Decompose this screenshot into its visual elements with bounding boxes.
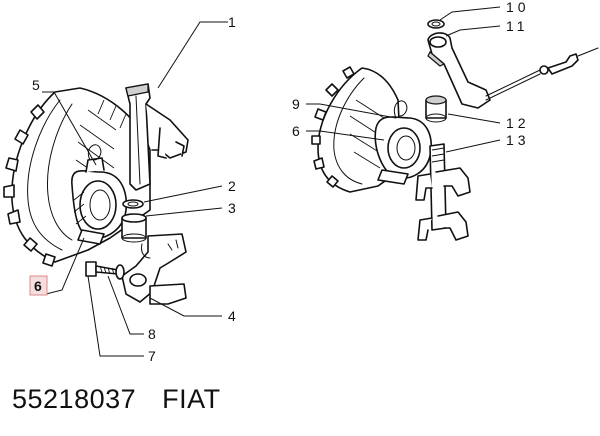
brand-name: FIAT <box>162 384 221 414</box>
callout-11: 11 <box>506 18 529 34</box>
callout-1: 1 <box>228 14 236 30</box>
callout-6-right: 6 <box>292 123 300 139</box>
callout-6-highlight <box>29 275 48 296</box>
callout-12: 12 <box>506 115 530 131</box>
left-release-fork <box>121 233 187 305</box>
callout-2: 2 <box>228 178 236 194</box>
callout-10: 10 <box>506 0 530 15</box>
left-bolt-and-washer <box>85 261 125 280</box>
right-fork-shaft <box>415 143 471 241</box>
left-release-bearing <box>71 144 128 245</box>
left-washer-and-bushing <box>121 199 147 243</box>
right-cable <box>485 47 599 101</box>
callout-13: 13 <box>506 132 530 148</box>
callout-6-left: 6 <box>34 278 42 294</box>
right-release-bearing <box>374 100 432 185</box>
part-caption: 55218037 FIAT <box>12 384 247 415</box>
callout-9: 9 <box>292 96 300 112</box>
callout-8: 8 <box>148 326 156 342</box>
callout-3: 3 <box>228 200 236 216</box>
callout-7: 7 <box>148 348 156 364</box>
right-lever-arm <box>427 19 491 109</box>
right-clutch-cover <box>311 66 401 193</box>
callout-5: 5 <box>32 77 40 93</box>
callout-4: 4 <box>228 308 236 324</box>
left-fork-shaft <box>125 83 189 191</box>
part-number: 55218037 <box>12 384 137 414</box>
leader-lines <box>42 6 501 357</box>
right-bushing <box>425 95 447 123</box>
callout-labels: 1 2 3 4 5 6 7 8 9 6 10 11 12 13 <box>29 0 530 364</box>
